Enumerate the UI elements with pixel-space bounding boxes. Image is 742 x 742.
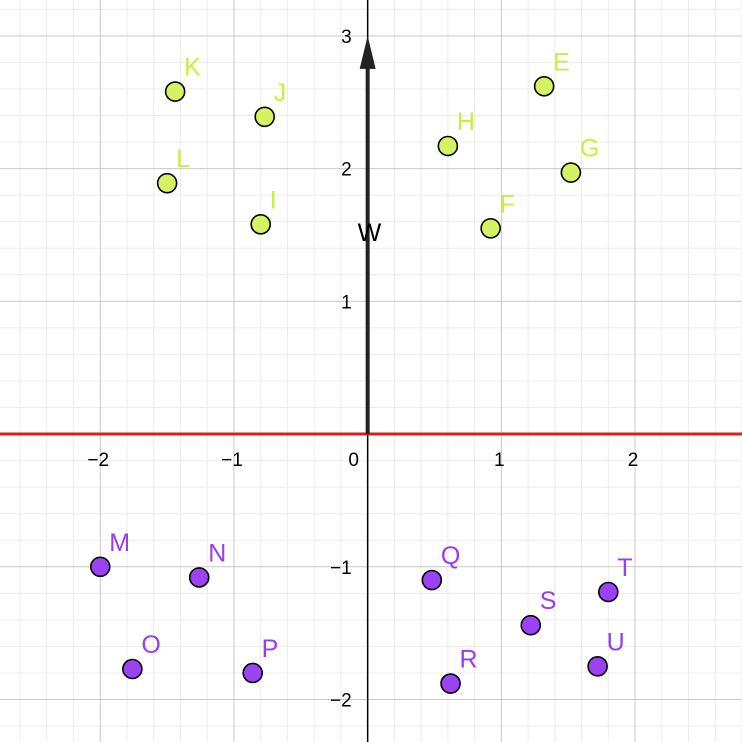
point-label-t: T (617, 554, 632, 582)
vector-w-label: W (358, 219, 382, 247)
point-e[interactable] (533, 75, 555, 97)
points: E F G H I J K L M N O P Q R S T U (89, 48, 633, 694)
point-label-u: U (607, 628, 625, 656)
tick-labels: −2 −1 0 1 2 1 2 3 −1 −2 (87, 27, 638, 712)
point-label-s: S (540, 587, 557, 615)
vector-w-arrowhead[interactable] (359, 35, 376, 69)
y-tick-label: 2 (341, 160, 352, 181)
point-label-i: I (270, 186, 277, 214)
point-p[interactable] (242, 662, 263, 684)
x-tick-label: 0 (348, 450, 359, 471)
point-u[interactable] (587, 656, 608, 677)
point-i[interactable] (250, 214, 272, 235)
point-m[interactable] (89, 556, 111, 578)
point-label-l: L (176, 145, 190, 173)
point-label-r: R (460, 646, 478, 674)
y-tick-label: 3 (341, 27, 352, 48)
x-tick-label: 1 (494, 450, 505, 471)
x-tick-label: −2 (87, 450, 109, 471)
point-label-j: J (274, 79, 287, 107)
x-tick-label: 2 (628, 450, 639, 471)
point-label-g: G (580, 135, 599, 163)
point-label-o: O (141, 631, 160, 659)
y-tick-label: 1 (341, 292, 352, 313)
point-label-k: K (184, 54, 201, 82)
point-o[interactable] (122, 658, 143, 680)
point-label-h: H (457, 108, 475, 136)
point-t[interactable] (598, 581, 619, 603)
point-j[interactable] (254, 106, 276, 128)
x-tick-label: −1 (221, 450, 243, 471)
point-k[interactable] (164, 81, 186, 102)
point-g[interactable] (560, 162, 582, 183)
y-tick-label: −1 (330, 558, 352, 579)
vector-w[interactable]: W (358, 35, 382, 435)
point-label-m: M (109, 529, 130, 557)
point-label-f: F (500, 190, 515, 218)
point-label-e: E (553, 48, 570, 76)
point-label-n: N (208, 539, 226, 567)
point-label-p: P (262, 635, 279, 663)
y-tick-label: −2 (330, 691, 352, 712)
point-f[interactable] (480, 218, 501, 239)
point-n[interactable] (188, 567, 210, 588)
point-q[interactable] (421, 569, 443, 591)
point-h[interactable] (437, 135, 459, 157)
point-label-q: Q (441, 542, 460, 570)
point-s[interactable] (520, 614, 542, 636)
point-r[interactable] (440, 673, 461, 694)
point-l[interactable] (156, 172, 178, 194)
